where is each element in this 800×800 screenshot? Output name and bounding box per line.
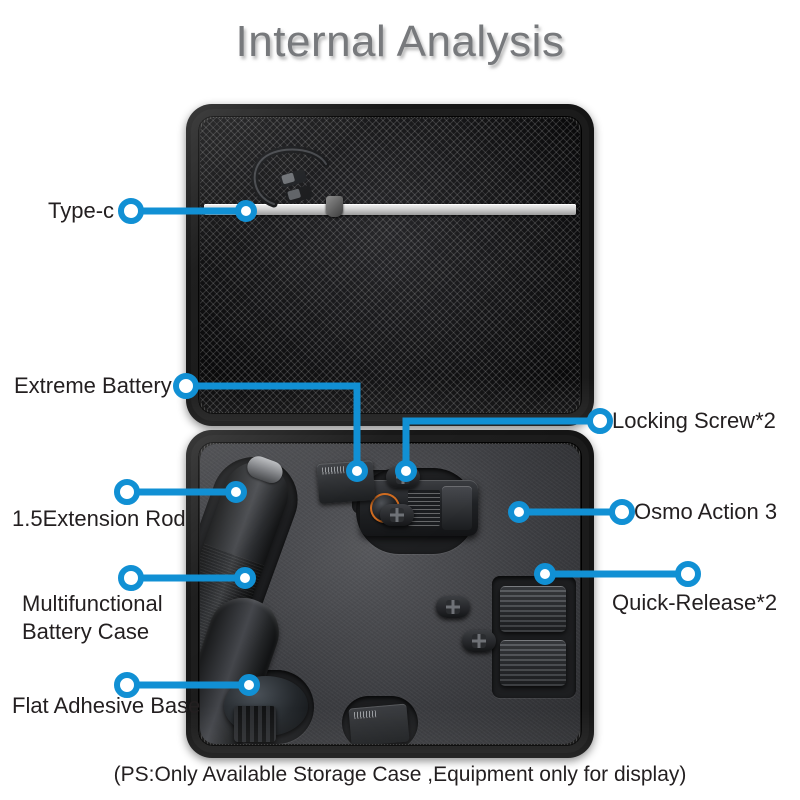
label-marker-quick-release (675, 561, 701, 587)
storage-case-photo (186, 104, 594, 758)
camera-spec-label (408, 490, 440, 526)
footnote-disclaimer: (PS:Only Available Storage Case ,Equipme… (113, 763, 687, 786)
locking-screw-1 (386, 466, 420, 488)
quick-release-plate-top (500, 586, 566, 632)
callout-label-quick-release: Quick-Release*2 (612, 590, 778, 615)
zipper-pull-icon (326, 196, 343, 217)
locking-screw-3 (436, 596, 470, 618)
callout-label-flat-adhesive-base: Flat Adhesive Base (12, 693, 201, 718)
case-lid (186, 104, 594, 426)
callout-label-locking-screw: Locking Screw*2 (612, 408, 776, 433)
extreme-battery-top (316, 460, 376, 504)
label-marker-battery-case (118, 565, 144, 591)
camera-quick-release-mount (442, 486, 472, 530)
callout-label-multifunctional-battery-case: Multifunctional Battery Case (22, 591, 163, 644)
zipper (204, 204, 576, 215)
locking-screw-2 (380, 504, 414, 526)
flat-adhesive-base-mount (234, 706, 276, 742)
label-marker-type-c (118, 198, 144, 224)
label-marker-osmo-action-3 (609, 499, 635, 525)
callout-label-osmo-action-3: Osmo Action 3 (634, 499, 778, 524)
extreme-battery-bottom (348, 703, 410, 744)
callout-label-type-c: Type-c (48, 198, 115, 223)
callout-label-extreme-battery: Extreme Battery (14, 373, 172, 398)
quick-release-plate-bottom (500, 640, 566, 686)
mesh-pocket (200, 118, 580, 412)
osmo-action-3-camera (360, 480, 478, 536)
case-base (186, 430, 594, 758)
page-title: Internal Analysis (235, 17, 565, 66)
base-interior (200, 444, 580, 744)
usb-c-cable (251, 145, 330, 208)
lid-interior (200, 118, 580, 412)
callout-label-extension-rod: 1.5Extension Rod (12, 506, 186, 531)
label-marker-extension-rod (114, 479, 140, 505)
locking-screw-4 (462, 630, 496, 652)
